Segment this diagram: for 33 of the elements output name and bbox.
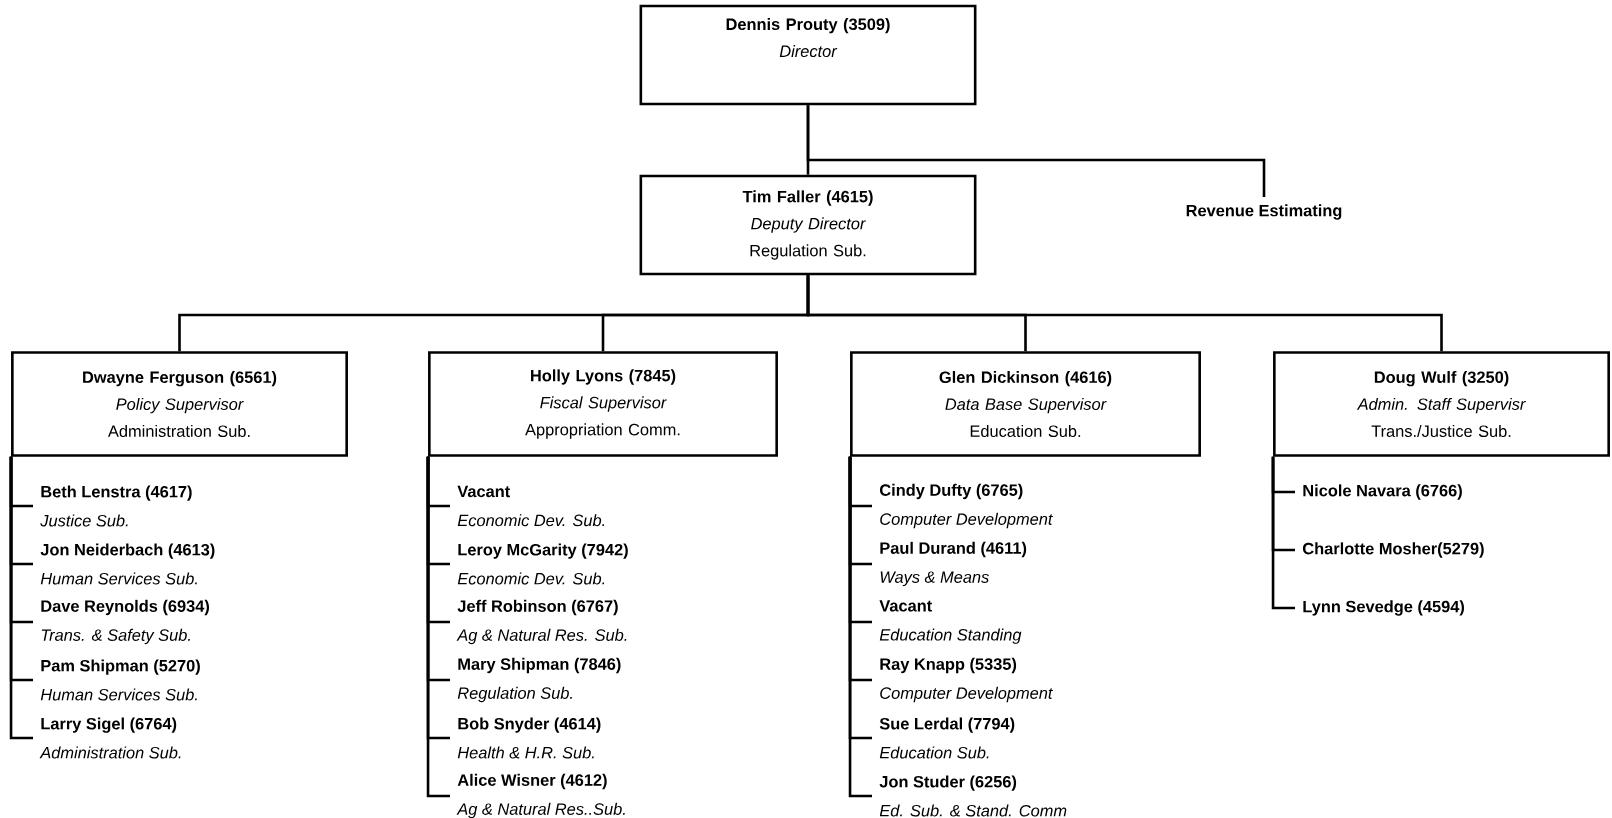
- bracket-line: [426, 456, 450, 798]
- staff-entry: Jeff Robinson (6767) Ag & Natural Res. Sub.: [456, 599, 627, 645]
- staff-entry: Ray Knapp (5335) Computer Development: [880, 657, 1053, 703]
- staff-entry: Cindy Dufty (6765) Computer Development: [879, 483, 1053, 529]
- staff-entry: Pam Shipman (5270) Human Services Sub.: [40, 659, 200, 701]
- staff-entry: Nicole Navara (6766): [1303, 484, 1462, 500]
- connector-line: [806, 105, 1266, 197]
- staff-entry: Jon Neiderbach (4613) Human Services Sub.: [40, 543, 215, 585]
- staff-entry: Leroy McGarity (7942) Economic Dev. Sub.: [457, 543, 628, 585]
- staff-entry: Mary Shipman (7846) Regulation Sub.: [457, 657, 621, 703]
- staff-entry: Paul Durand (4611) Ways & Means: [880, 541, 1027, 587]
- person-box: Glen Dickinson (4616) Data Base Supervisor Education Sub.: [850, 351, 1201, 457]
- bracket-line: [1271, 456, 1295, 610]
- staff-entry: Bob Snyder (4614) Health & H.R. Sub.: [457, 717, 601, 759]
- staff-entry: Lynn Sevedge (4594): [1303, 600, 1464, 616]
- bracket-line: [848, 456, 872, 798]
- staff-entry: Larry Sigel (6764) Administration Sub.: [39, 717, 181, 759]
- staff-entry: Vacant Education Standing: [879, 600, 1022, 644]
- person-box: Dwayne Ferguson (6561) Policy Supervisor Administration Sub.: [11, 351, 348, 457]
- person-box: Dennis Prouty (3509) Director: [639, 4, 977, 106]
- person-box: Doug Wulf (3250) Admin. Staff Supervisr Trans./Justice Sub.: [1273, 351, 1610, 457]
- staff-entry: Vacant Economic Dev. Sub.: [457, 485, 605, 527]
- staff-entry: Alice Wisner (4612) Ag & Natural Res..Sub.: [456, 773, 625, 818]
- staff-entry: Dave Reynolds (6934) Trans. & Safety Sub.: [41, 599, 209, 645]
- unit-label: Revenue Estimating: [1186, 204, 1342, 220]
- staff-entry: Beth Lenstra (4617) Justice Sub.: [40, 485, 192, 527]
- staff-entry: Sue Lerdal (7794) Education Sub.: [879, 717, 1015, 759]
- bracket-line: [9, 456, 33, 740]
- person-box: Holly Lyons (7845) Fiscal Supervisor Appropriation Comm.: [428, 351, 778, 457]
- staff-entry: Jon Studer (6256) Ed. Sub. & Stand. Comm: [879, 775, 1067, 817]
- staff-entry: Charlotte Mosher(5279): [1302, 542, 1484, 558]
- connector-line: [806, 275, 1443, 352]
- person-box: Tim Faller (4615) Deputy Director Regulation Sub.: [639, 174, 977, 276]
